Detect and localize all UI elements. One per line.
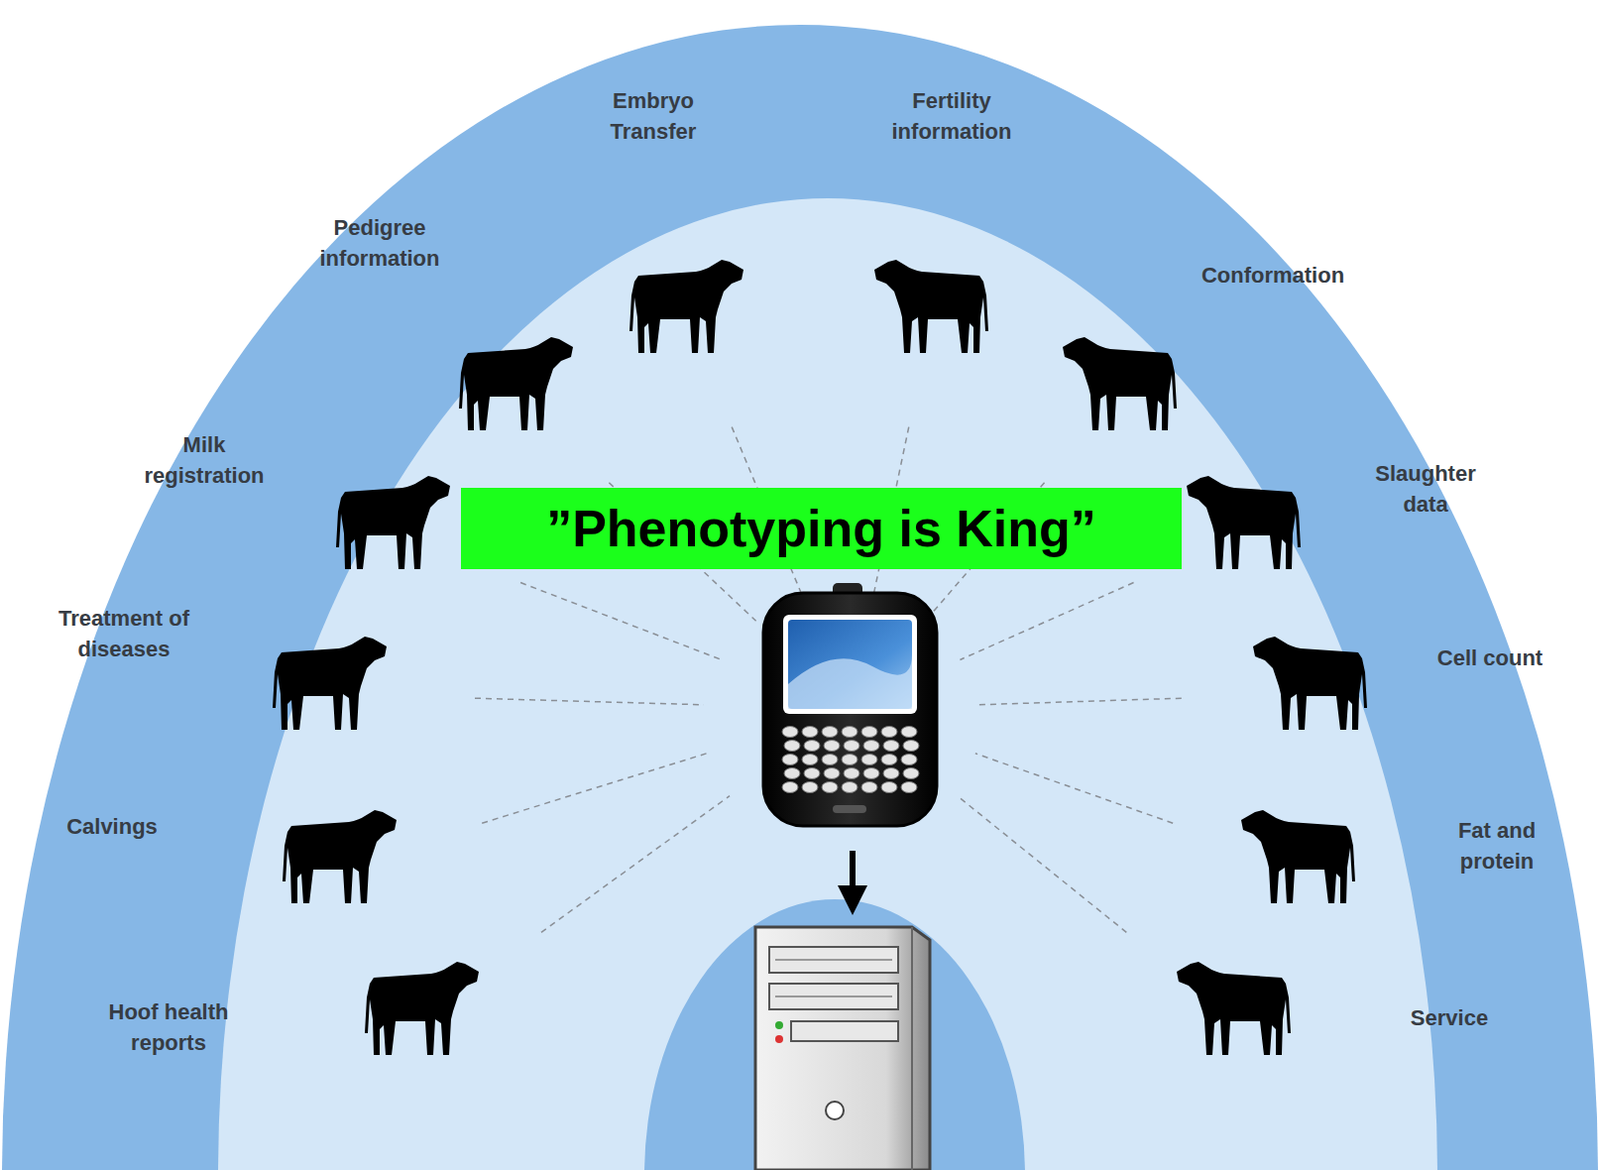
phone-key	[881, 754, 898, 766]
dashed-link	[481, 753, 707, 823]
dashed-link	[959, 582, 1134, 661]
dashed-link	[520, 582, 722, 661]
cow-silhouette	[1176, 961, 1291, 1055]
phone-key	[782, 782, 799, 794]
dashed-link	[978, 697, 1182, 705]
phone-key	[881, 782, 898, 794]
outer-band	[1, 24, 1599, 1170]
band-label: Fertility information	[867, 86, 1036, 148]
band-label: Cell count	[1390, 643, 1590, 675]
headline-box: ”Phenotyping is King”	[460, 487, 1182, 570]
phone-icon	[763, 582, 937, 826]
cow-silhouette	[364, 961, 479, 1055]
phone-key	[901, 782, 917, 794]
inner-field	[218, 198, 1438, 1170]
phone-key	[784, 740, 800, 752]
cow-silhouette	[1241, 809, 1356, 904]
cow-silhouette	[1062, 337, 1177, 431]
band-label: Hoof health reports	[89, 997, 248, 1059]
headline-text: ”Phenotyping is King”	[546, 498, 1097, 559]
band-label: Conformation	[1163, 260, 1382, 292]
phone-key	[801, 754, 818, 766]
phone-key	[801, 782, 818, 794]
cow-silhouette	[874, 259, 989, 353]
phone-key	[863, 768, 880, 780]
phone-key	[782, 754, 799, 766]
cow-silhouette	[1186, 475, 1301, 570]
dashed-link	[957, 796, 1128, 933]
dashed-links	[474, 427, 1182, 933]
band-label: Calvings	[12, 811, 212, 843]
phone-key	[821, 754, 838, 766]
cow-silhouette	[1253, 636, 1368, 730]
phone-key	[823, 768, 840, 780]
dashed-link	[474, 697, 704, 705]
phone-key	[903, 768, 919, 780]
phone-key	[883, 740, 900, 752]
band-label: Milk registration	[124, 430, 284, 492]
phone-key	[841, 726, 858, 738]
phone-key	[821, 726, 838, 738]
phone-key	[782, 726, 799, 738]
cow-silhouette	[629, 259, 744, 353]
band-label: Slaughter data	[1364, 458, 1488, 521]
computer-tower	[755, 926, 930, 1170]
phone-key	[863, 740, 880, 752]
center-disc	[644, 899, 1026, 1170]
phone-key	[861, 782, 878, 794]
band-label: Service	[1350, 1003, 1549, 1034]
phone-key	[784, 768, 800, 780]
phone-key	[801, 726, 818, 738]
band-label: Treatment of diseases	[39, 603, 209, 666]
dashed-link	[975, 753, 1173, 823]
phone-key	[843, 768, 860, 780]
cow-silhouette	[336, 475, 451, 570]
phone-key	[881, 726, 898, 738]
phone-key	[903, 740, 919, 752]
cow-silhouette	[272, 636, 387, 730]
phone-key	[901, 754, 917, 766]
band-label: Embryo Transfer	[593, 86, 713, 148]
band-label: Fat and protein	[1442, 815, 1552, 878]
dashed-link	[541, 796, 730, 933]
phone-key	[843, 740, 860, 752]
cow-silhouette	[458, 337, 573, 431]
phone-key	[841, 754, 858, 766]
phone-key	[821, 782, 838, 794]
phone-key	[883, 768, 900, 780]
phone-key	[803, 768, 820, 780]
phone-key	[803, 740, 820, 752]
phone-key	[841, 782, 858, 794]
phone-key	[861, 754, 878, 766]
band-label: Pedigree information	[295, 213, 464, 275]
cow-silhouette	[282, 809, 397, 904]
phone-key	[901, 726, 917, 738]
phone-key	[861, 726, 878, 738]
phone-key	[823, 740, 840, 752]
down-arrow	[849, 850, 856, 901]
